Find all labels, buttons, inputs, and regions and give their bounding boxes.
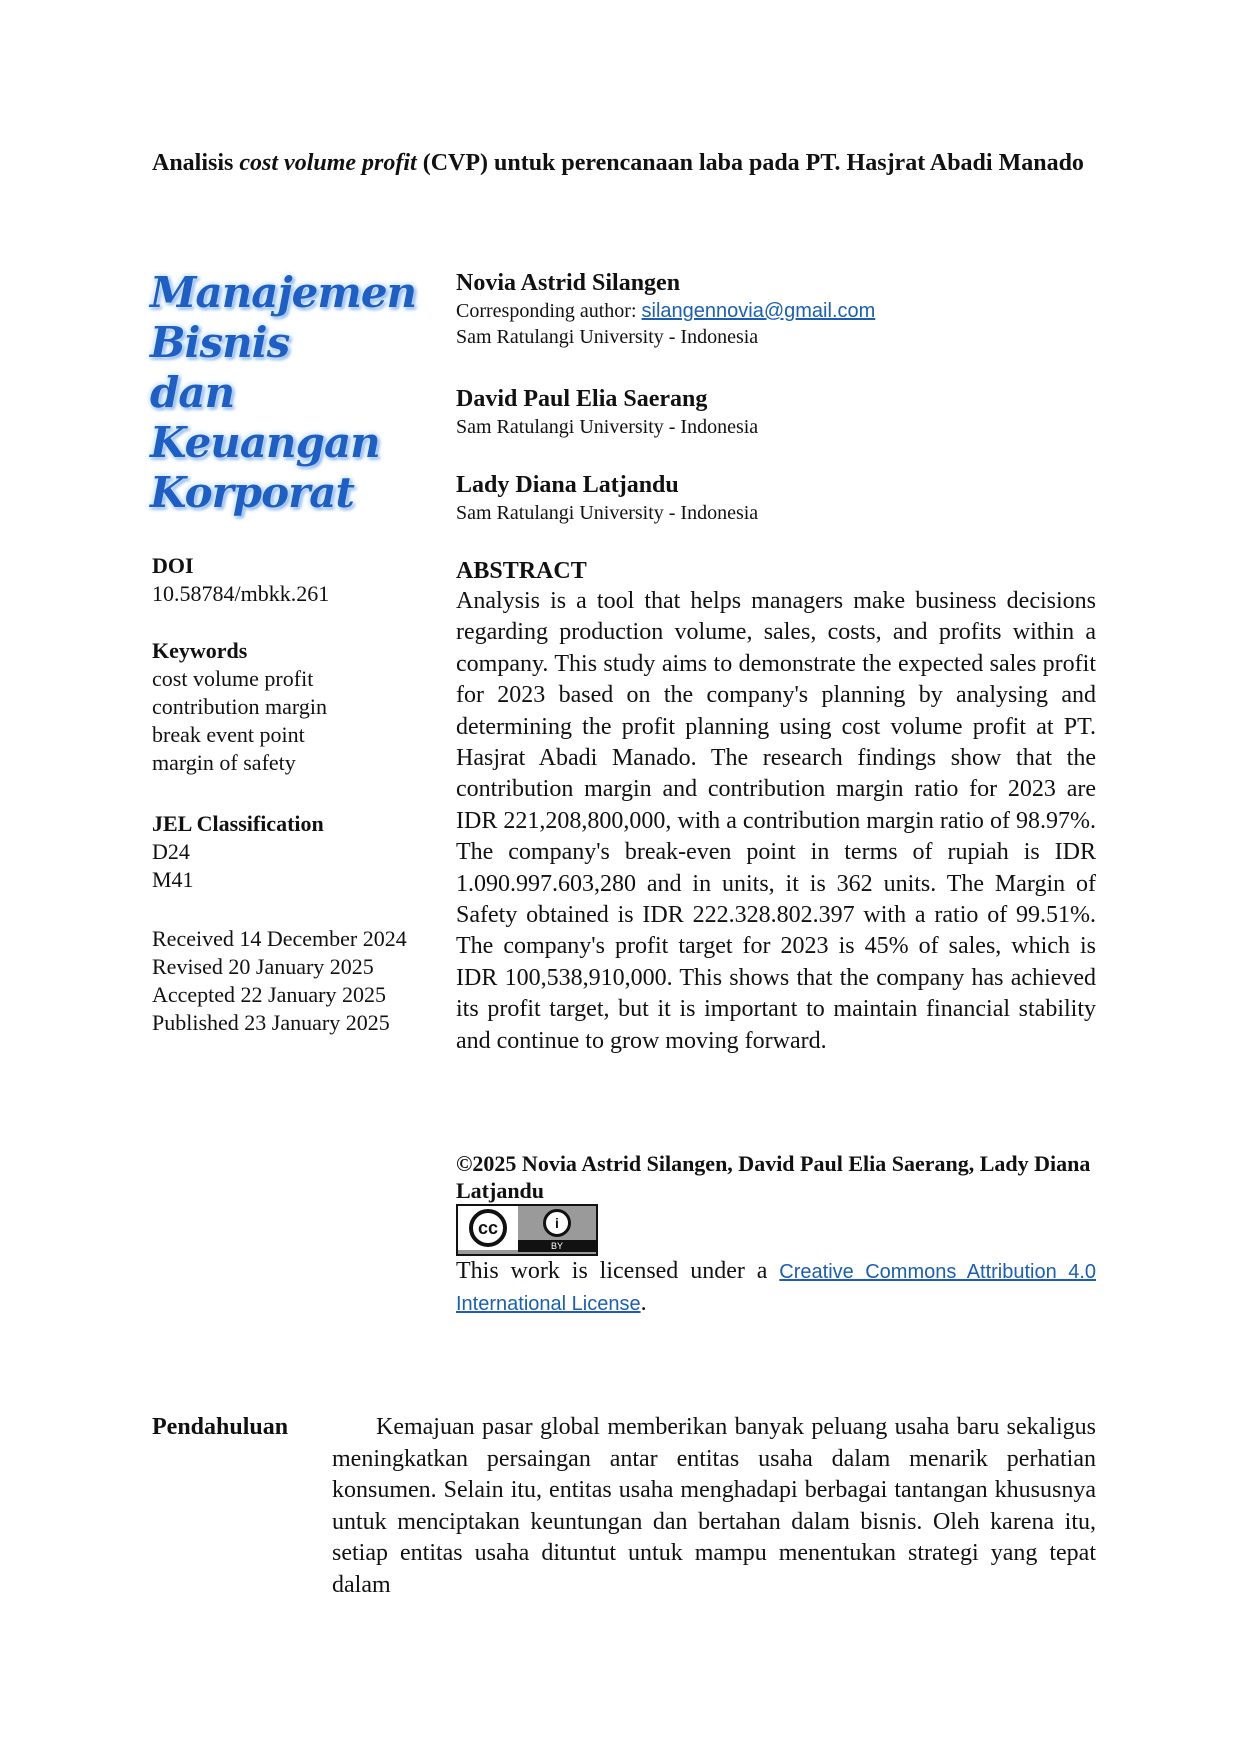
journal-logo: Manajemen Bisnis dan Keuangan Korporat xyxy=(150,268,417,518)
keywords-label: Keywords xyxy=(152,638,248,663)
doi-label: DOI xyxy=(152,553,194,578)
corresponding-label: Corresponding author: xyxy=(456,300,642,322)
intro-paragraph: Kemajuan pasar global memberikan banyak … xyxy=(332,1414,1096,1598)
copyright-notice: ©2025 Novia Astrid Silangen, David Paul … xyxy=(456,1151,1091,1203)
author-affiliation: Sam Ratulangi University - Indonesia xyxy=(456,326,759,348)
cc-by-badge: cc i BY xyxy=(456,1204,598,1256)
jel-label: JEL Classification xyxy=(152,811,324,836)
jel-item: M41 xyxy=(152,867,194,892)
doi-value: 10.58784/mbkk.261 xyxy=(152,581,330,606)
keywords-block: Keywords cost volume profit contribution… xyxy=(152,637,422,777)
intro-heading: Pendahuluan xyxy=(152,1414,289,1440)
corresponding-author: Corresponding author: silangennovia@gmai… xyxy=(456,298,1096,324)
abstract-section: ABSTRACT Analysis is a tool that helps m… xyxy=(456,556,1096,1057)
title-prefix: Analisis xyxy=(152,150,240,176)
logo-line: Korporat xyxy=(150,468,355,517)
abstract-heading: ABSTRACT xyxy=(456,558,587,584)
title-italic: cost volume profit xyxy=(239,150,417,176)
jel-item: D24 xyxy=(152,839,190,864)
author-name: David Paul Elia Saerang xyxy=(456,386,708,412)
author-email-link[interactable]: silangennovia@gmail.com xyxy=(641,300,876,322)
doi-block: DOI 10.58784/mbkk.261 xyxy=(152,552,422,608)
keyword-item: margin of safety xyxy=(152,750,296,775)
date-revised: Revised 20 January 2025 xyxy=(152,954,374,979)
logo-line: Bisnis xyxy=(150,318,290,367)
keyword-item: contribution margin xyxy=(152,694,327,719)
license-section: ©2025 Novia Astrid Silangen, David Paul … xyxy=(456,1150,1096,1320)
title-suffix: (CVP) untuk perencanaan laba pada PT. Ha… xyxy=(416,150,1084,176)
author-affiliation: Sam Ratulangi University - Indonesia xyxy=(456,502,759,524)
license-prefix: This work is licensed under a xyxy=(456,1258,780,1284)
dates-block: Received 14 December 2024 Revised 20 Jan… xyxy=(152,925,422,1037)
author-name: Novia Astrid Silangen xyxy=(456,270,681,296)
author-affiliation: Sam Ratulangi University - Indonesia xyxy=(456,416,759,438)
keyword-item: break event point xyxy=(152,722,305,747)
cc-icon: cc xyxy=(469,1209,507,1247)
date-received: Received 14 December 2024 xyxy=(152,926,407,951)
author-block: Novia Astrid Silangen Corresponding auth… xyxy=(456,268,1096,350)
logo-line: dan xyxy=(150,368,235,417)
jel-block: JEL Classification D24 M41 xyxy=(152,810,422,894)
license-link[interactable]: Creative Commons Attribution 4.0 Interna… xyxy=(456,1261,1096,1315)
abstract-text: Analysis is a tool that helps managers m… xyxy=(456,588,1096,1054)
attribution-person-icon: i xyxy=(543,1209,571,1237)
author-block: David Paul Elia Saerang Sam Ratulangi Un… xyxy=(456,384,1096,440)
license-statement: This work is licensed under a Creative C… xyxy=(456,1256,1096,1320)
logo-line: Manajemen xyxy=(150,268,417,317)
by-label: BY xyxy=(518,1240,596,1252)
date-published: Published 23 January 2025 xyxy=(152,1010,390,1035)
author-block: Lady Diana Latjandu Sam Ratulangi Univer… xyxy=(456,470,1096,526)
license-suffix: . xyxy=(640,1290,647,1316)
date-accepted: Accepted 22 January 2025 xyxy=(152,982,386,1007)
keyword-item: cost volume profit xyxy=(152,666,314,691)
logo-line: Keuangan xyxy=(150,418,381,467)
author-name: Lady Diana Latjandu xyxy=(456,472,679,498)
paper-title: Analisis cost volume profit (CVP) untuk … xyxy=(152,148,1096,179)
